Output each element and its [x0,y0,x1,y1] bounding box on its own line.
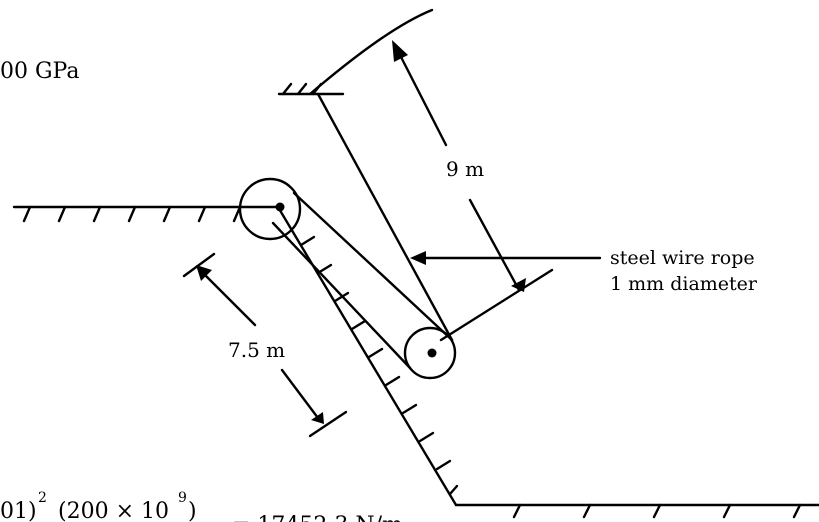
lower-pulley [403,326,457,380]
rope-diameter-label: 1 mm diameter [610,273,758,295]
upper-cliff-curve [308,8,434,96]
dim-7-5m-line-upper [203,273,257,327]
upper-pulley [238,177,302,241]
dim-7-5m-line-lower [280,368,320,420]
leader-arrowhead [410,251,426,265]
formula-result: = 17452.3 N/m [232,513,403,522]
top-length-label: 9 m [446,157,484,181]
dim-7-5m-arrow-bottom [311,412,324,424]
modulus-label: 00 GPa [0,59,80,84]
dim-9m-line-upper [398,53,448,147]
rope-run-anchor [316,92,454,342]
ground-hatch-left [22,205,242,223]
upper-pulley-center [275,202,285,212]
rope-name-label: steel wire rope [610,247,755,269]
dim-9m-arrow-bottom [511,278,526,292]
dim-9m-end-tick [439,268,554,342]
formula-middle: (200 × 10 [58,499,169,522]
formula-exponent-2: 9 [178,490,187,506]
formula-close-paren: ) [188,499,197,522]
rope-run-upper [292,191,454,342]
dim-7-5m-end-tick [308,410,348,438]
rope-run-lower [271,221,412,370]
ground-hatch-right [512,503,802,519]
lower-pulley-center [427,348,437,358]
dim-9m-line-lower [468,198,521,292]
formula-left: 01) [0,499,37,522]
incline-length-label: 7.5 m [228,338,285,362]
slope-hatch [299,235,459,496]
dim-9m-arrow-top [392,40,408,62]
dim-7-5m-arrow-top [196,265,212,281]
slope-line [276,205,458,507]
formula-exponent-1: 2 [38,490,47,506]
formula-fragment: 01) 2 (200 × 10 9 ) = 17452.3 N/m [0,490,403,522]
dim-7-5m-start-tick [182,252,216,278]
